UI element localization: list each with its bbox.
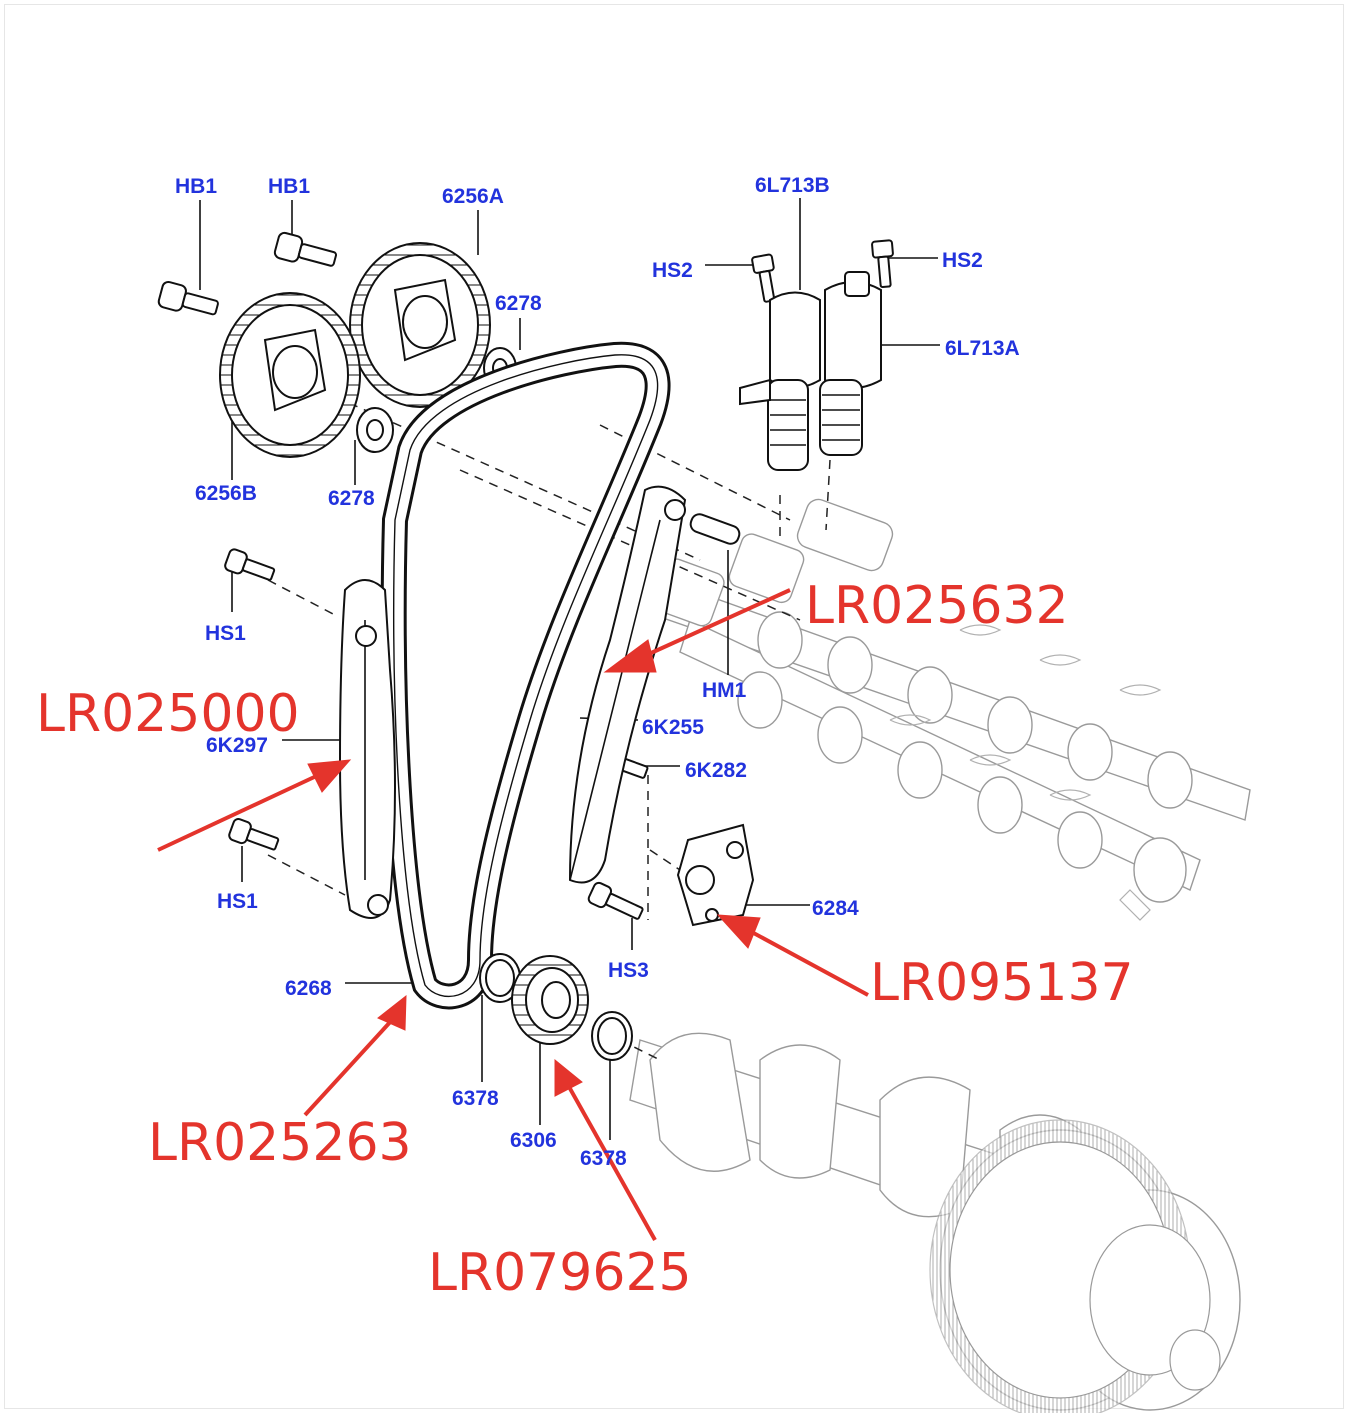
red-arrows bbox=[157, 588, 869, 1241]
part-number-lr025632: LR025632 bbox=[805, 576, 1069, 636]
callout-6306: 6306 bbox=[510, 1129, 557, 1152]
callout-6378-a: 6378 bbox=[452, 1087, 499, 1110]
callout-hm1: HM1 bbox=[702, 679, 747, 702]
part-number-labels: LR025632 LR025000 LR095137 LR025263 LR07… bbox=[36, 576, 1134, 1303]
callout-hs1-top: HS1 bbox=[205, 622, 246, 645]
bolts bbox=[157, 231, 894, 920]
part-number-lr025263: LR025263 bbox=[148, 1113, 412, 1173]
callout-6k255: 6K255 bbox=[642, 716, 704, 739]
crankshaft-assembly bbox=[629, 1032, 1241, 1413]
camshaft-assembly bbox=[639, 498, 1251, 921]
callout-6278-bottom: 6278 bbox=[328, 487, 375, 510]
callout-6284: 6284 bbox=[812, 897, 859, 920]
callout-hb1-b: HB1 bbox=[268, 175, 310, 198]
callout-6k282: 6K282 bbox=[685, 759, 747, 782]
timing-chain bbox=[380, 341, 671, 1010]
callout-hs1-bottom: HS1 bbox=[217, 890, 258, 913]
callout-6278-top: 6278 bbox=[495, 292, 542, 315]
vvt-solenoids bbox=[739, 271, 882, 471]
callout-hs2-left: HS2 bbox=[652, 259, 693, 282]
crank-sprocket bbox=[479, 953, 633, 1061]
part-number-lr095137: LR095137 bbox=[870, 953, 1134, 1013]
chain-guides bbox=[338, 485, 687, 919]
callout-6l713a: 6L713A bbox=[945, 337, 1020, 360]
callout-hb1-a: HB1 bbox=[175, 175, 217, 198]
callout-6256a: 6256A bbox=[442, 185, 504, 208]
callout-hs3: HS3 bbox=[608, 959, 649, 982]
callout-labels: HB1 HB1 6256A 6278 6256B 6278 6L713B HS2… bbox=[175, 174, 1020, 1170]
part-number-lr025000: LR025000 bbox=[36, 684, 300, 744]
part-number-lr079625: LR079625 bbox=[428, 1243, 692, 1303]
cam-sprockets bbox=[219, 242, 517, 458]
callout-6268: 6268 bbox=[285, 977, 332, 1000]
callout-6256b: 6256B bbox=[195, 482, 257, 505]
callout-6l713b: 6L713B bbox=[755, 174, 830, 197]
callout-6378-b: 6378 bbox=[580, 1147, 627, 1170]
image-frame bbox=[4, 4, 1344, 1409]
callout-hs2-right: HS2 bbox=[942, 249, 983, 272]
chain-tensioner bbox=[676, 823, 755, 927]
callout-6k297: 6K297 bbox=[206, 734, 268, 757]
